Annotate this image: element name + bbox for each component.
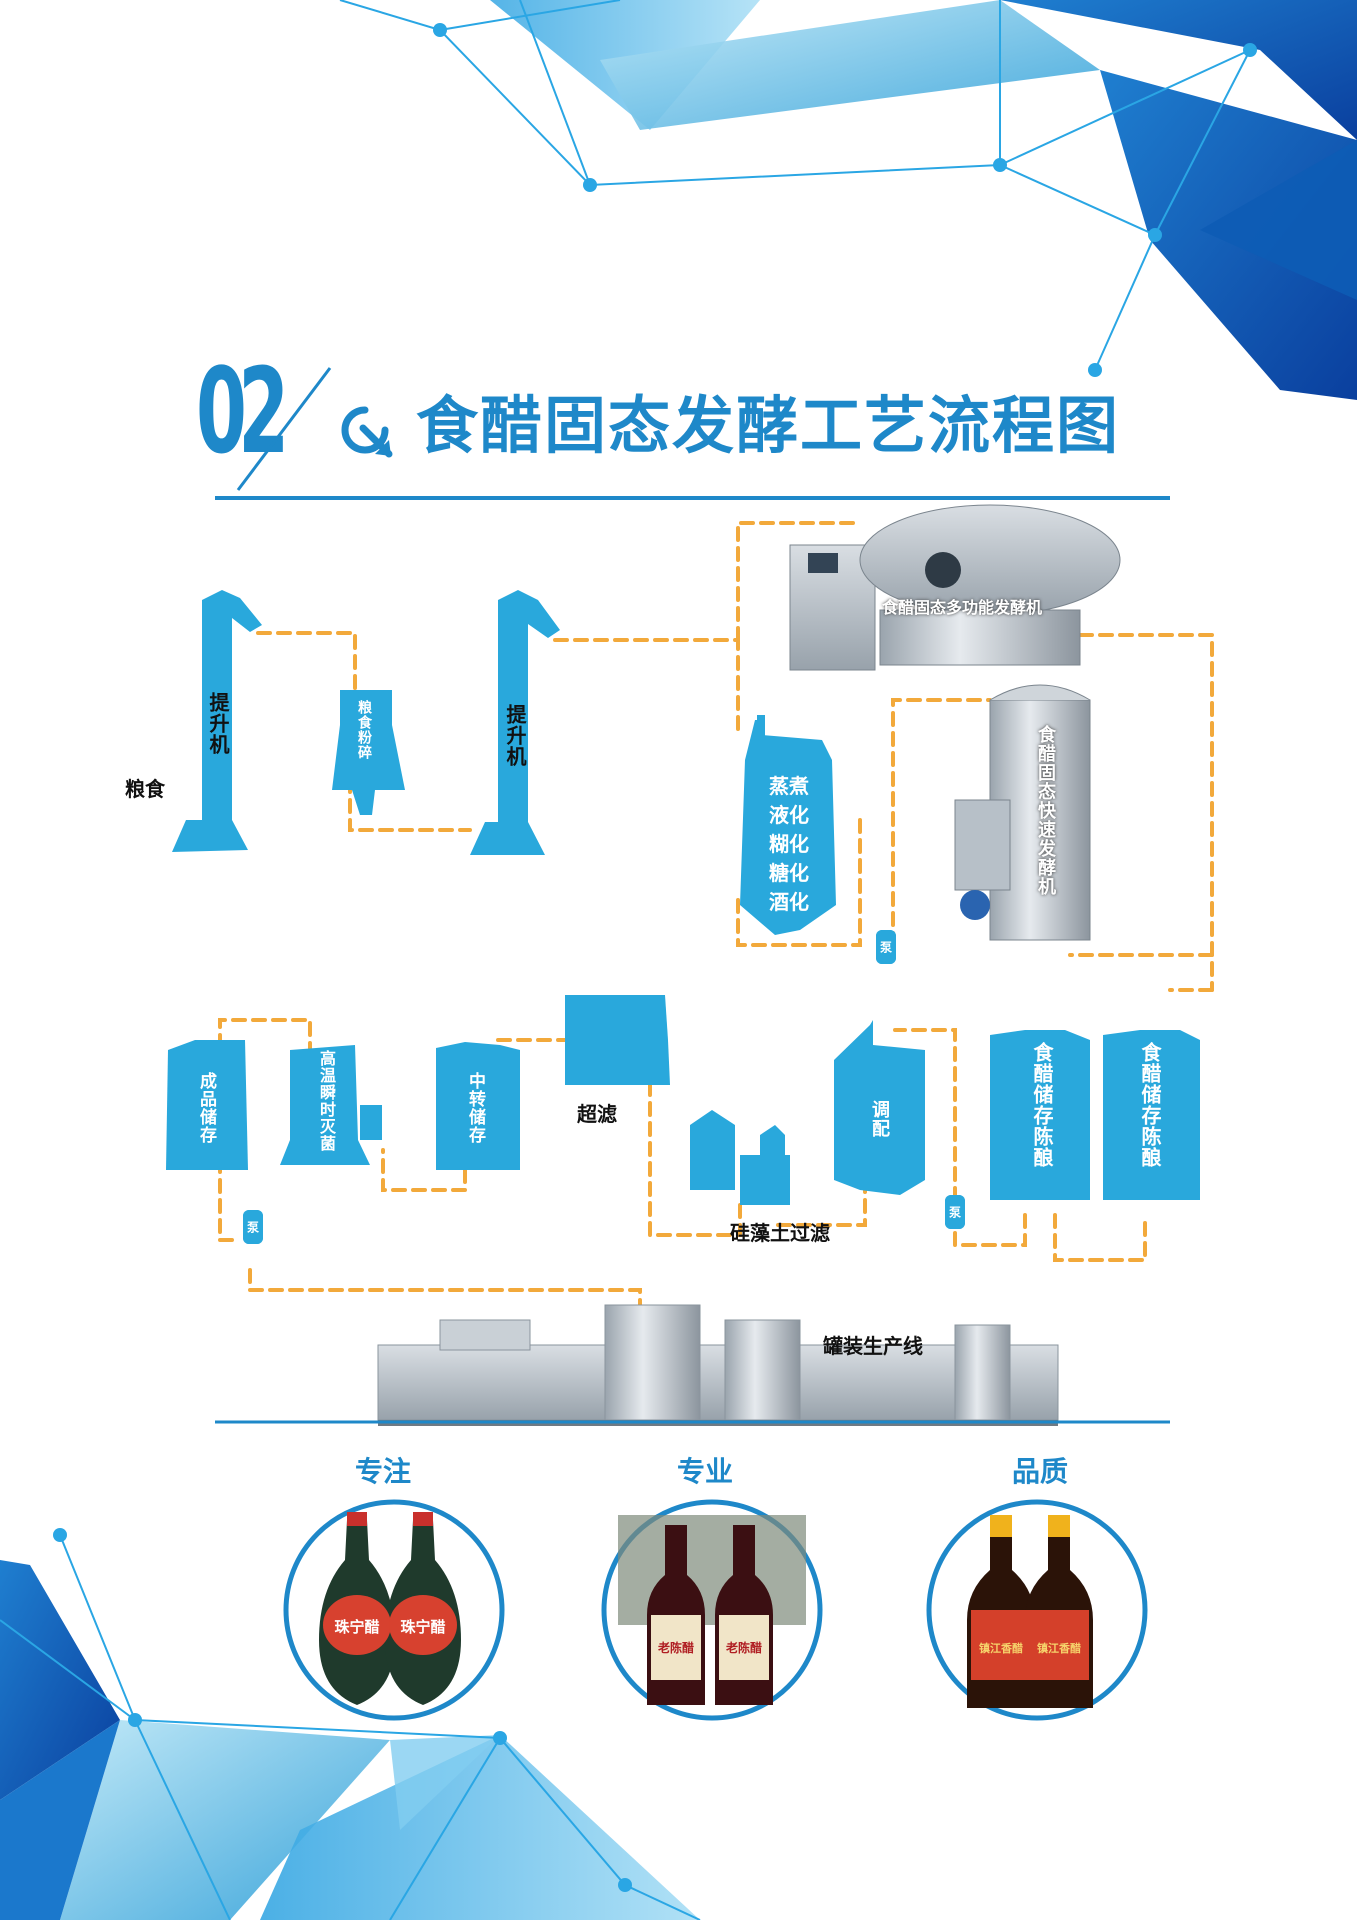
page-title: 食醋固态发酵工艺流程图 — [416, 389, 1121, 462]
badge-bottle-label-2: 老陈醋 — [658, 1640, 694, 1655]
refresh-arrow-icon — [341, 406, 393, 458]
badge-title-professional: 专业 — [677, 1455, 734, 1488]
product-storage-label: 成品储存 — [196, 1072, 216, 1144]
sterilizer-label: 高温瞬时灭菌 — [317, 1050, 336, 1152]
aging-tank-1-label: 食醋储存陈酿 — [1030, 1042, 1054, 1168]
cooking-step: 糖化 — [769, 861, 809, 885]
diatomite-filter-label: 硅藻土过滤 — [730, 1221, 830, 1245]
aging-tank-2-label: 食醋储存陈酿 — [1138, 1042, 1162, 1168]
badge-bottle-label-2b: 老陈醋 — [726, 1640, 762, 1655]
pump-tag-3: 泵 — [243, 1210, 263, 1244]
blending-label: 调配 — [869, 1100, 890, 1138]
multi-fermenter-label: 食醋固态多功能发酵机 — [882, 598, 1043, 617]
badge-bottle-label-3: 镇江香醋 — [979, 1641, 1023, 1655]
raw-material-label: 粮食 — [125, 777, 165, 801]
cooking-step: 糊化 — [769, 832, 809, 856]
cooking-step: 酒化 — [769, 890, 809, 914]
badge-bottle-label-3b: 镇江香醋 — [1037, 1641, 1081, 1655]
elevator-2-label: 提升机 — [503, 704, 527, 767]
filling-line-label: 罐装生产线 — [823, 1334, 923, 1358]
badge-title-quality: 品质 — [1012, 1455, 1069, 1488]
elevator-1-label: 提升机 — [206, 692, 230, 755]
cooking-step: 蒸煮 — [769, 774, 809, 798]
transfer-storage-label: 中转储存 — [465, 1072, 485, 1144]
grinder-label: 粮食粉碎 — [356, 700, 372, 760]
badge-title-focus: 专注 — [355, 1455, 412, 1488]
badge-bottle-label-1: 珠宁醋 — [334, 1618, 379, 1636]
fast-fermenter-label: 食醋固态快速发酵机 — [1035, 725, 1056, 896]
section-number: 02 — [196, 342, 289, 480]
badge-bottle-label-1b: 珠宁醋 — [400, 1618, 445, 1636]
cooking-process-stack: 蒸煮 液化 糊化 糖化 酒化 — [745, 772, 833, 917]
pump-tag-2: 泵 — [945, 1195, 965, 1229]
section-divider — [215, 1420, 1170, 1424]
title-divider-decoration — [215, 367, 1170, 500]
cooking-step: 液化 — [769, 803, 809, 827]
pump-tag-1: 泵 — [876, 930, 896, 964]
ultrafiltration-label: 超滤 — [577, 1102, 617, 1126]
